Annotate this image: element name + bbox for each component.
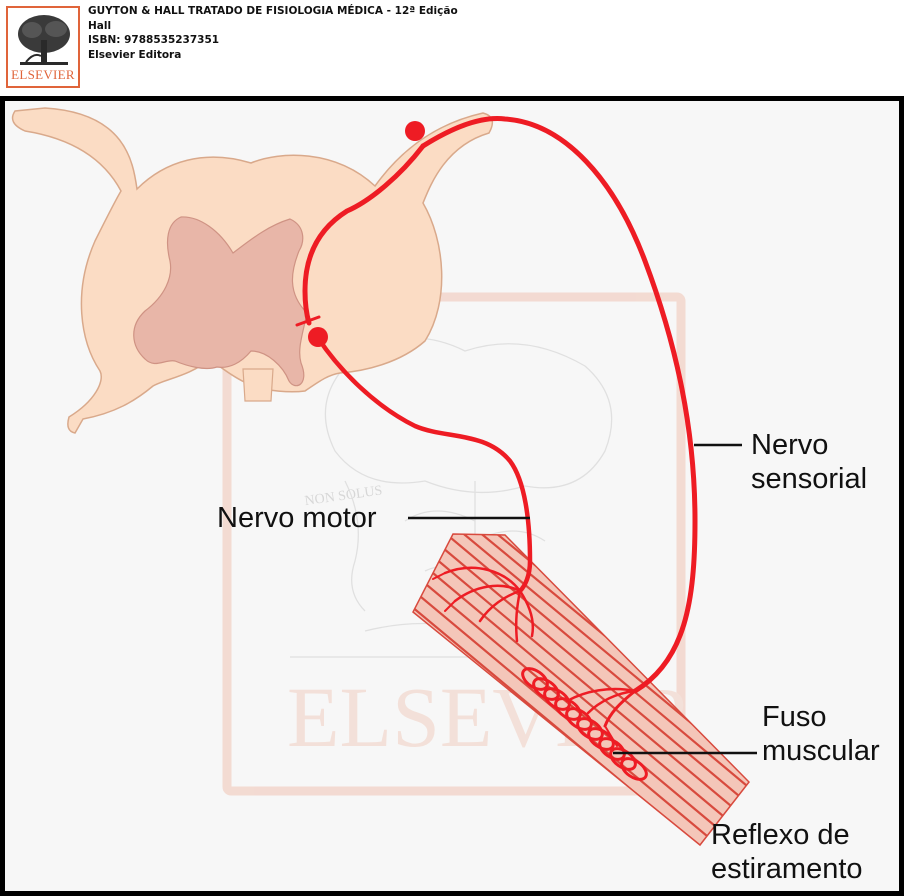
sensory-label-line1: Nervo <box>751 429 829 461</box>
logo-text: ELSEVIER <box>11 67 75 82</box>
motor-neuron-body <box>308 327 328 347</box>
sensory-ganglion <box>405 121 425 141</box>
reflex-label-line1: Reflexo de <box>711 819 850 851</box>
muscle-spindle <box>521 667 648 781</box>
spinal-cord <box>11 107 494 434</box>
motor-nerve-label: Nervo motor <box>217 502 377 534</box>
book-author: Hall <box>88 19 112 32</box>
header: ELSEVIER GUYTON & HALL TRATADO DE FISIOL… <box>0 0 904 96</box>
sensory-nerve <box>295 116 698 747</box>
reflex-label-line2: estiramento <box>711 853 863 885</box>
book-isbn: ISBN: 9788535237351 <box>88 34 220 46</box>
spindle-label-line2: muscular <box>762 735 880 767</box>
elsevier-logo: ELSEVIER <box>6 6 80 88</box>
sensory-nerve-label: Nervo sensorial <box>751 428 867 496</box>
spindle-label-line1: Fuso <box>762 701 827 733</box>
book-title: GUYTON & HALL TRATADO DE FISIOLOGIA MÉDI… <box>88 5 458 17</box>
muscle-spindle-label: Fuso muscular <box>762 700 880 768</box>
motor-nerve <box>315 335 535 643</box>
book-info: GUYTON & HALL TRATADO DE FISIOLOGIA MÉDI… <box>88 4 458 62</box>
illustration-frame: NON SOLUS ELSEVIER <box>0 96 904 896</box>
elsevier-tree-icon <box>14 12 74 70</box>
stretch-reflex-label: Reflexo de estiramento <box>711 818 863 886</box>
book-publisher: Elsevier Editora <box>88 48 182 61</box>
stretch-reflex-diagram: NON SOLUS ELSEVIER <box>11 107 757 847</box>
sensory-label-line2: sensorial <box>751 463 868 495</box>
leader-lines <box>408 443 757 755</box>
